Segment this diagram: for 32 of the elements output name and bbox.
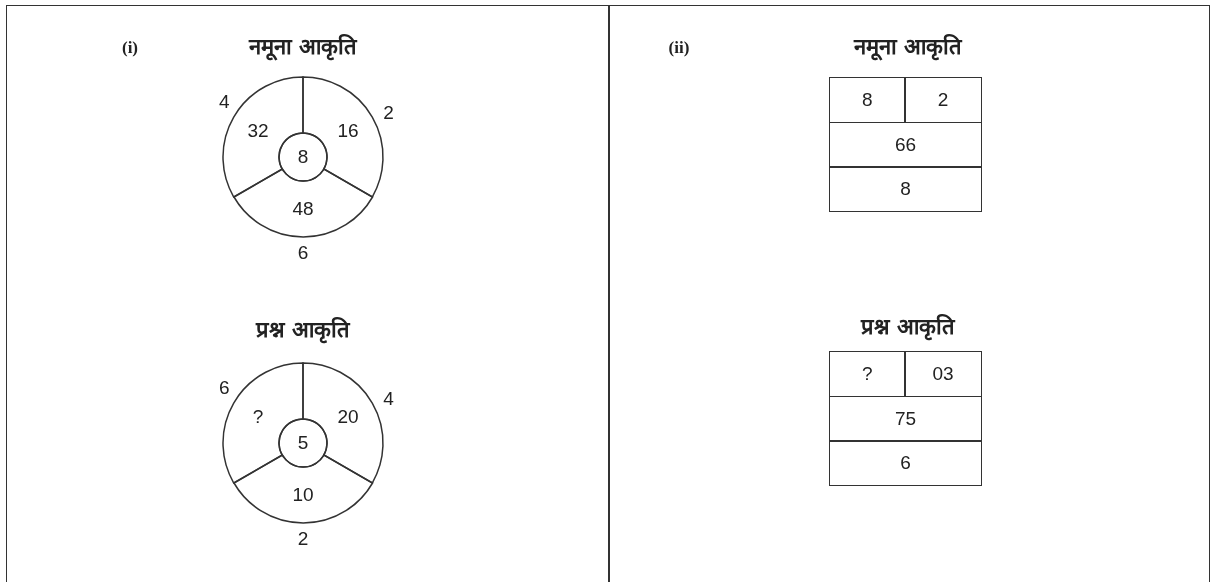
figure-heading: प्रश्न आकृति	[860, 313, 956, 340]
center-circle	[278, 132, 328, 182]
ring-sector	[232, 454, 374, 524]
table-cell: 6	[829, 440, 982, 486]
outer-number: 4	[383, 388, 394, 411]
outer-number: 6	[219, 376, 230, 399]
center-circle	[278, 418, 328, 468]
table-cell: 66	[829, 121, 982, 168]
item-number: (ii)	[668, 38, 690, 58]
sector-number: 48	[292, 198, 314, 220]
table-cell: 03	[904, 351, 982, 397]
table-cell: 2	[904, 77, 982, 123]
item-number: (i)	[122, 38, 138, 58]
table-cell: ?	[829, 351, 906, 397]
sector-number: 32	[247, 120, 269, 142]
ring-sector	[232, 168, 374, 238]
sector-number: ?	[252, 406, 264, 428]
figure-heading: प्रश्न आकृति	[255, 316, 351, 343]
sector-number: 20	[337, 406, 359, 428]
table-cell: 8	[829, 77, 906, 123]
outer-number: 2	[383, 102, 394, 125]
figure-heading: नमूना आकृति	[248, 33, 358, 60]
sector-number: 16	[337, 120, 359, 142]
outer-number: 6	[297, 242, 309, 264]
sector-number: 10	[292, 484, 314, 506]
table-cell: 75	[829, 395, 982, 442]
outer-number: 2	[297, 528, 309, 550]
table-cell: 8	[829, 166, 982, 212]
outer-number: 4	[219, 90, 230, 113]
sector-number: 8	[297, 146, 309, 168]
sector-number: 5	[297, 432, 309, 454]
figure-heading: नमूना आकृति	[853, 33, 963, 60]
